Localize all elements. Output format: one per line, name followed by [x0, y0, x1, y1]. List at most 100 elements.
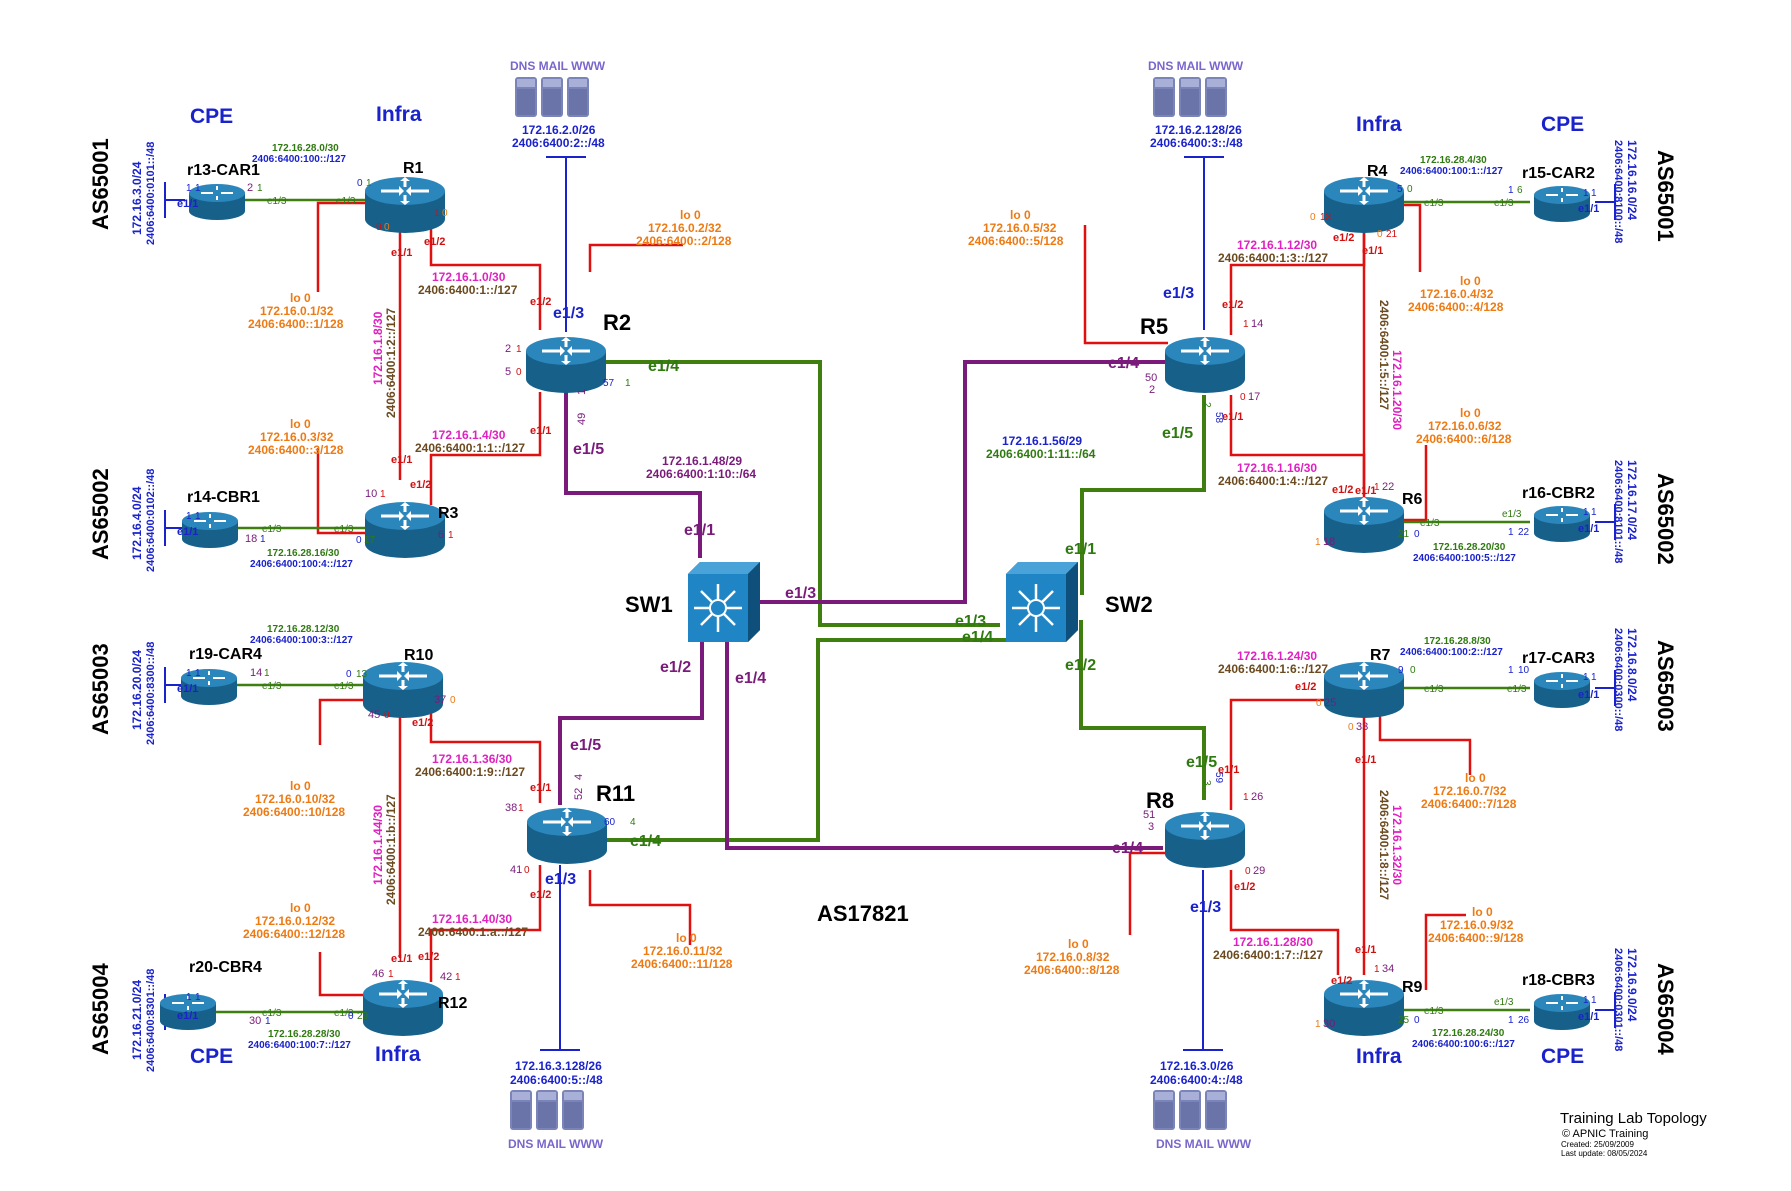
router-r3[interactable] — [363, 500, 447, 560]
oct: 1 — [265, 1016, 271, 1027]
router-r8[interactable] — [1163, 810, 1247, 870]
router-r7[interactable] — [1322, 660, 1406, 720]
oct: 0 — [1310, 212, 1316, 223]
srv-net-r11-v6: 2406:6400:5::/48 — [510, 1073, 603, 1087]
label-r20: r20-CBR4 — [189, 959, 262, 976]
zone-infra-1: Infra — [376, 103, 422, 126]
oct: 1 — [1508, 185, 1514, 196]
lo-r10-name: lo 0 — [290, 779, 311, 793]
srv-net-r8-v6: 2406:6400:4::/48 — [1150, 1073, 1243, 1087]
cl-r10r12-v4: 172.16.1.44/30 — [371, 805, 385, 885]
if-r5-e14: e1/4 — [1108, 355, 1139, 372]
lo-r2-v6: 2406:6400::2/128 — [636, 234, 732, 248]
switch-sw2[interactable] — [1004, 560, 1080, 644]
if-r10-e13: e1/3 — [334, 681, 354, 692]
label-r3: R3 — [438, 505, 459, 522]
switch-sw1[interactable] — [686, 560, 762, 644]
r19-net-v4: 172.16.20.0/24 — [130, 650, 144, 730]
if-sw2-e12: e1/2 — [1065, 657, 1096, 674]
lo-r9-v6: 2406:6400::9/128 — [1428, 931, 1524, 945]
router-r2[interactable] — [524, 335, 608, 395]
if-r7-e13: e1/3 — [1424, 684, 1444, 695]
r15-net-v6: 2406:6400:8100::/48 — [1612, 140, 1624, 243]
if-r3-e13: e1/3 — [334, 524, 354, 535]
as-label-right-1: AS65001 — [1653, 150, 1678, 242]
cl-r5r6-v4: 172.16.1.16/30 — [1237, 461, 1317, 475]
oct: 1 — [388, 969, 394, 980]
if-r8-e13: e1/3 — [1190, 899, 1221, 916]
lo-r3-v4: 172.16.0.3/32 — [260, 430, 334, 444]
oct: 10 — [1518, 665, 1530, 676]
if-r8-e12: e1/2 — [1234, 881, 1255, 893]
link-r8-sw2 — [1079, 620, 1206, 800]
label-r7: R7 — [1370, 647, 1391, 664]
label-r5: R5 — [1140, 314, 1168, 339]
oct: 1 — [186, 668, 192, 679]
cl-r7r8-v6: 2406:6400:1:6::/127 — [1218, 662, 1328, 676]
oct: 0 — [356, 535, 362, 546]
if-r9-e11: e1/1 — [1355, 944, 1376, 956]
router-r9[interactable] — [1322, 978, 1406, 1038]
label-r12: R12 — [438, 995, 467, 1012]
as-label-left-2: AS65002 — [88, 468, 113, 560]
if-r14-e11: e1/1 — [177, 526, 198, 538]
as-label-right-2: AS65002 — [1653, 473, 1678, 565]
srv-net-r2-v4: 172.16.2.0/26 — [522, 123, 596, 137]
oct: 1 — [257, 183, 263, 194]
lo-r1-v6: 2406:6400::1/128 — [248, 317, 344, 331]
router-r6[interactable] — [1322, 495, 1406, 555]
if-r2-e15: e1/5 — [573, 441, 604, 458]
services-r2: DNS MAIL WWW — [510, 59, 606, 73]
label-sw2: SW2 — [1105, 592, 1153, 617]
router-r4[interactable] — [1322, 175, 1406, 235]
label-r4: R4 — [1367, 163, 1388, 180]
oct: 0 — [384, 222, 390, 233]
if-r11-e11: e1/1 — [530, 782, 551, 794]
link-r5-sw1 — [758, 360, 1168, 604]
oct: 1 — [260, 534, 266, 545]
cl-r1r3-v4: 172.16.1.8/30 — [371, 311, 385, 385]
if-r5-e13: e1/3 — [1163, 285, 1194, 302]
r18-net-v6: 2406:6400:0301::/48 — [1612, 948, 1624, 1051]
router-r5[interactable] — [1163, 335, 1247, 395]
r19-net-v6: 2406:6400:8300::/48 — [145, 642, 157, 745]
lo-r1-name: lo 0 — [290, 291, 311, 305]
lo-r10-v4: 172.16.0.10/32 — [255, 792, 335, 806]
lo-r6-v4: 172.16.0.6/32 — [1428, 419, 1502, 433]
cl-r10r12-v6: 2406:6400:1:b::/127 — [384, 794, 398, 905]
host-octets: 0 1 1 0 9 0 2 1 5 0 57 1 49 1 10 1 0 17 … — [346, 178, 1420, 1030]
link-r8-sw1 — [725, 640, 1163, 850]
label-r8: R8 — [1146, 788, 1174, 813]
cl-r13-v6: 2406:6400:100::/127 — [252, 154, 346, 165]
oct: 22 — [1382, 481, 1394, 493]
oct: 52 — [573, 788, 585, 800]
oct: 57 — [603, 378, 615, 389]
oct: 25 — [1324, 697, 1336, 709]
services-r11: DNS MAIL WWW — [508, 1137, 604, 1151]
cl-r7r9-v4: 172.16.1.32/30 — [1390, 805, 1404, 885]
router-r11[interactable] — [525, 806, 609, 866]
lo-r7-v4: 172.16.0.7/32 — [1433, 784, 1507, 798]
zone-cpe-2: CPE — [1541, 113, 1584, 136]
oct: 46 — [372, 968, 384, 980]
if-r9-e13: e1/3 — [1424, 1006, 1444, 1017]
cl-r20-v4: 172.16.28.28/30 — [268, 1029, 341, 1040]
cl-r5r6-v6: 2406:6400:1:4::/127 — [1218, 474, 1328, 488]
oct: 18 — [1323, 536, 1335, 548]
if-r13-e13: e1/3 — [267, 196, 287, 207]
label-sw1: SW1 — [625, 592, 673, 617]
lo-r11-v4: 172.16.0.11/32 — [643, 944, 723, 958]
if-r8-e11: e1/1 — [1218, 764, 1239, 776]
if-r18-e13: e1/3 — [1494, 997, 1514, 1008]
lo-r5-v4: 172.16.0.5/32 — [983, 221, 1057, 235]
oct: 6 — [438, 529, 444, 541]
router-r12[interactable] — [361, 978, 445, 1038]
lo-r5-name: lo 0 — [1010, 208, 1031, 222]
red-links — [316, 201, 1472, 997]
lo-r1-v4: 172.16.0.1/32 — [260, 304, 334, 318]
oct: 4 — [630, 817, 636, 828]
oct: 13 — [356, 669, 368, 680]
oct: 5 — [505, 366, 511, 378]
oct: 29 — [357, 1011, 369, 1022]
